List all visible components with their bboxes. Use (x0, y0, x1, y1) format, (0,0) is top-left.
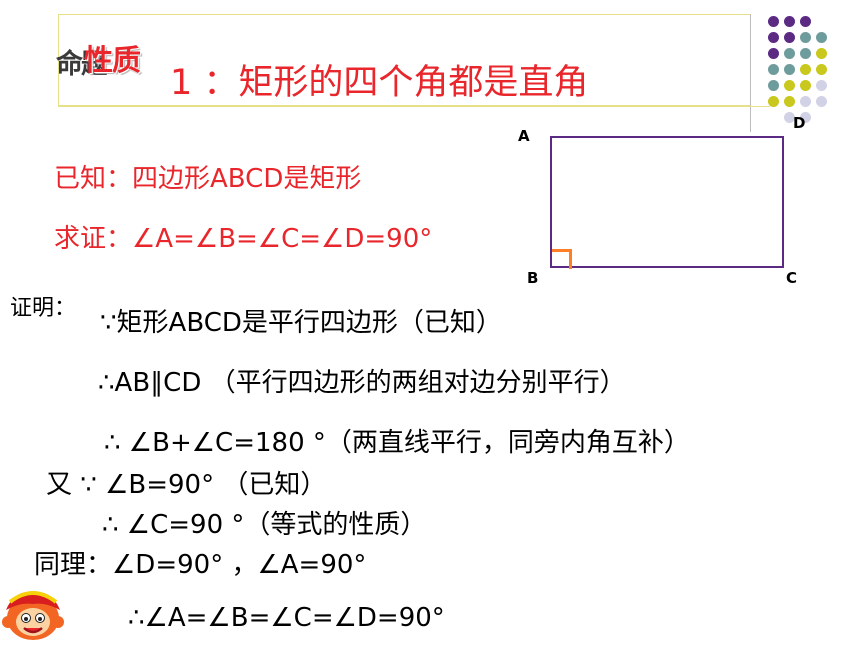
decorative-dot (816, 96, 827, 107)
decorative-dot-grid (768, 14, 860, 136)
decorative-dot (816, 80, 827, 91)
title-divider-vertical (750, 14, 751, 132)
decorative-dot (784, 48, 795, 59)
header-label: 性质 (84, 43, 141, 77)
proof-line-6: 同理：∠D=90° ，∠A=90° (34, 550, 367, 580)
vertex-label-b: B (527, 269, 539, 287)
decorative-dot (816, 64, 827, 75)
decorative-dot (784, 80, 795, 91)
given-statement: 已知：四边形ABCD是矩形 (54, 164, 362, 194)
decorative-dot (768, 96, 779, 107)
decorative-dot (800, 112, 811, 123)
proof-line-5: ∴ ∠C=90 °（等式的性质） (102, 510, 427, 540)
proof-line-7: ∴∠A=∠B=∠C=∠D=90° (128, 603, 445, 633)
proof-line-4: 又 ∵ ∠B=90° （已知） (46, 470, 327, 500)
decorative-dot (768, 16, 779, 27)
header-label-shadow: 命题 (56, 49, 108, 80)
title-frame (58, 14, 750, 106)
vertex-label-c: C (786, 269, 798, 287)
decorative-dot (768, 32, 779, 43)
decorative-dot (784, 32, 795, 43)
proof-line-3: ∴ ∠B+∠C=180 °（两直线平行，同旁内角互补） (104, 428, 690, 458)
page-title: 1 ：矩形的四个角都是直角 (170, 63, 589, 103)
decorative-dot (816, 32, 827, 43)
decorative-dot (784, 16, 795, 27)
decorative-dot (784, 64, 795, 75)
decorative-dot (816, 48, 827, 59)
title-divider-horizontal (58, 106, 770, 107)
decorative-dot (784, 112, 795, 123)
decorative-dot (800, 80, 811, 91)
right-angle-marker (552, 249, 572, 269)
decorative-dot (768, 80, 779, 91)
rectangle-abcd (550, 136, 784, 268)
proof-label: 证明： (10, 296, 77, 321)
vertex-label-a: A (518, 127, 530, 145)
decorative-dot (768, 64, 779, 75)
prove-statement: 求证：∠A=∠B=∠C=∠D=90° (54, 224, 433, 254)
decorative-dot (800, 64, 811, 75)
decorative-dot (768, 48, 779, 59)
decorative-dot (800, 48, 811, 59)
proof-line-1: ∵矩形ABCD是平行四边形（已知） (100, 308, 502, 338)
decorative-dot (800, 96, 811, 107)
decorative-dot (800, 32, 811, 43)
vertex-label-d: D (793, 114, 806, 132)
decorative-dot (800, 16, 811, 27)
decorative-dot (784, 96, 795, 107)
monkey-mascot-icon (0, 580, 66, 642)
proof-line-2: ∴AB∥CD （平行四边形的两组对边分别平行） (98, 368, 626, 398)
